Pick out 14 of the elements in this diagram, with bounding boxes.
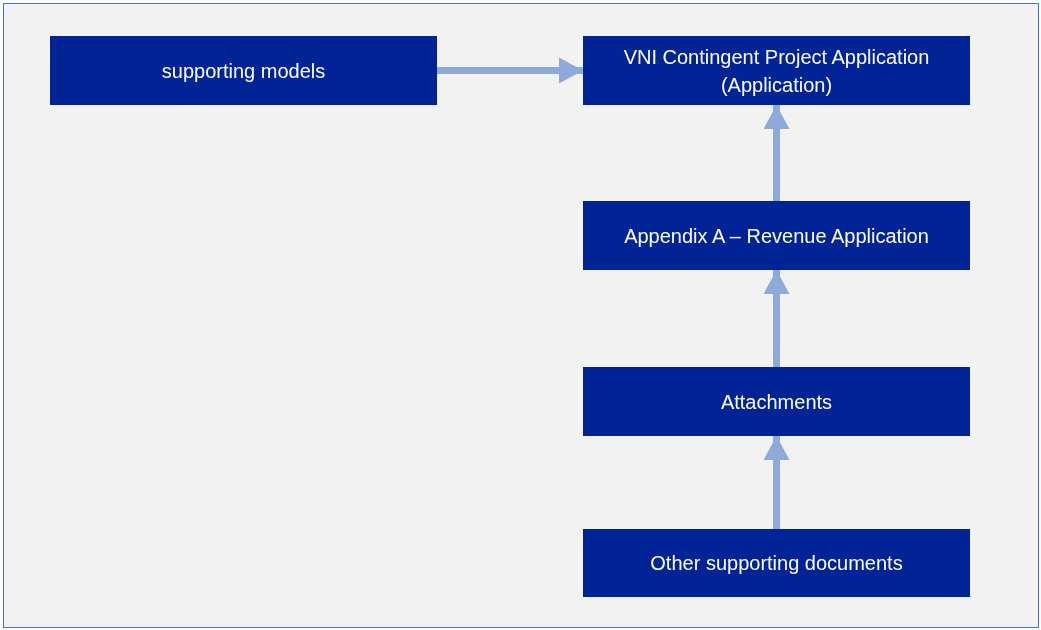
arrow bbox=[763, 105, 790, 201]
process-box bbox=[583, 529, 970, 597]
box-label: Other supporting documents bbox=[650, 551, 903, 576]
process-box bbox=[583, 201, 970, 270]
box-label: Appendix A – Revenue Application bbox=[624, 223, 929, 249]
box-label: VNI Contingent Project Application (Application) bbox=[622, 44, 931, 98]
box-label: supporting models bbox=[161, 58, 326, 84]
arrow bbox=[437, 57, 583, 84]
arrow bbox=[763, 270, 790, 367]
process-box bbox=[583, 367, 970, 436]
process-box bbox=[583, 36, 970, 105]
box-label: Attachments bbox=[720, 389, 833, 415]
process-box bbox=[50, 36, 437, 105]
arrow bbox=[763, 436, 790, 529]
